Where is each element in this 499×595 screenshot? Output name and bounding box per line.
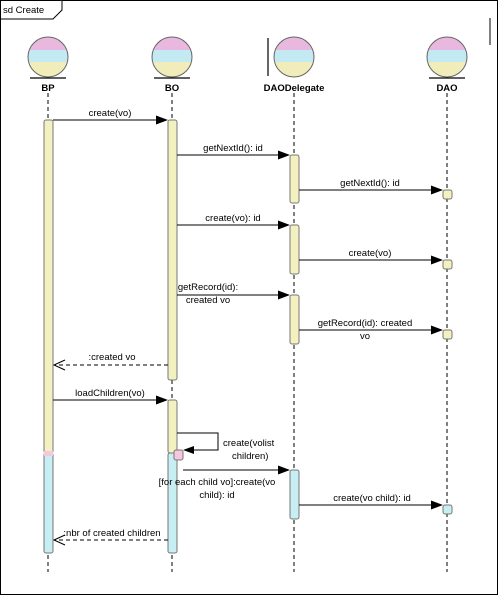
open-arrowhead-icon xyxy=(52,359,66,371)
message-create-vo[interactable]: create(vo) xyxy=(53,108,168,125)
activation-bp-join xyxy=(44,451,53,456)
message-label: :nbr of created children xyxy=(63,528,160,539)
arrowhead-icon xyxy=(431,255,443,265)
message-label-line-1: getRecord(id): xyxy=(178,282,238,293)
entity-icon xyxy=(152,37,192,77)
activation-dd-2[interactable] xyxy=(289,224,300,275)
message-label: create(vo child): id xyxy=(333,493,411,504)
activation-bo-1[interactable] xyxy=(167,119,178,381)
frame-label: sd Create xyxy=(3,5,44,16)
activation-dd-1[interactable] xyxy=(289,154,300,204)
message-label: :created vo xyxy=(89,352,136,363)
message-label-line-2: child): id xyxy=(199,490,234,501)
lifeline-head-daodelegate[interactable]: DAODelegate xyxy=(264,36,325,94)
message-label: getNextId(): id xyxy=(340,178,400,189)
message-label-line-1: create(volist xyxy=(223,438,275,449)
arrowhead-icon xyxy=(431,185,443,195)
message-self-create-volist[interactable]: create(volist children) xyxy=(177,432,275,462)
message-label-line-2: children) xyxy=(232,451,268,462)
arrowhead-icon xyxy=(278,290,290,300)
message-create-delegate[interactable]: create(vo): id xyxy=(177,213,290,230)
activation-dao-3[interactable] xyxy=(442,329,453,340)
message-label-line-1: getRecord(id): created xyxy=(318,318,413,329)
activation-bo-self[interactable] xyxy=(173,449,184,461)
message-create-dao[interactable]: create(vo) xyxy=(299,248,443,265)
message-getnextid-delegate[interactable]: getNextId(): id xyxy=(177,143,290,160)
message-create-child-dao[interactable]: create(vo child): id xyxy=(299,493,443,510)
activation-dao-2[interactable] xyxy=(442,259,453,270)
arrowhead-icon xyxy=(183,446,194,454)
arrowhead-icon xyxy=(156,395,168,405)
activation-bo-2[interactable] xyxy=(167,399,178,454)
lifeline-head-dao[interactable]: DAO xyxy=(426,36,468,94)
entity-icon xyxy=(427,37,467,77)
arrowhead-icon xyxy=(278,465,290,475)
arrowhead-icon xyxy=(431,325,443,335)
message-label-line-2: vo xyxy=(360,331,370,342)
activation-bo-3[interactable] xyxy=(167,452,178,554)
message-label: getNextId(): id xyxy=(203,143,263,154)
activation-dd-4[interactable] xyxy=(289,469,300,520)
arrowhead-icon xyxy=(278,150,290,160)
lifeline-label-bp: BP xyxy=(41,83,55,94)
lifeline-head-bo[interactable]: BO xyxy=(151,36,193,94)
message-getrecord-delegate[interactable]: getRecord(id): created vo xyxy=(177,282,290,306)
open-arrowhead-icon xyxy=(52,534,66,546)
message-getnextid-dao[interactable]: getNextId(): id xyxy=(299,178,443,195)
message-label: loadChildren(vo) xyxy=(75,388,145,399)
message-label: create(vo) xyxy=(349,248,392,259)
message-label-line-2: created vo xyxy=(186,295,230,306)
activation-dd-3[interactable] xyxy=(289,294,300,345)
entity-icon xyxy=(28,37,68,77)
activation-bp-1[interactable] xyxy=(43,119,54,454)
message-getrecord-dao[interactable]: getRecord(id): created vo xyxy=(299,318,443,342)
boundary-icon xyxy=(274,37,314,77)
message-return-created-vo[interactable]: :created vo xyxy=(52,352,168,371)
message-foreach-create[interactable]: [for each child vo]:create(vo child): id xyxy=(159,465,290,502)
messages: create(vo) getNextId(): id getNextId(): … xyxy=(52,108,443,546)
lifeline-label-dao: DAO xyxy=(436,83,457,94)
message-loadchildren[interactable]: loadChildren(vo) xyxy=(53,388,168,405)
activation-dao-4[interactable] xyxy=(442,504,453,515)
lifeline-head-bp[interactable]: BP xyxy=(27,36,69,94)
arrowhead-icon xyxy=(431,500,443,510)
arrowhead-icon xyxy=(278,220,290,230)
lifeline-label-daodelegate: DAODelegate xyxy=(264,83,325,94)
activation-bp-2[interactable] xyxy=(43,452,54,554)
arrowhead-icon xyxy=(156,115,168,125)
frame-tab xyxy=(0,0,63,20)
message-label: create(vo) xyxy=(89,108,132,119)
activation-dao-1[interactable] xyxy=(442,189,453,200)
lifeline-label-bo: BO xyxy=(165,83,179,94)
message-return-nbr-children[interactable]: :nbr of created children xyxy=(52,528,168,546)
activations xyxy=(43,119,453,554)
message-label-line-1: [for each child vo]:create(vo xyxy=(159,477,276,488)
message-label: create(vo): id xyxy=(205,213,260,224)
